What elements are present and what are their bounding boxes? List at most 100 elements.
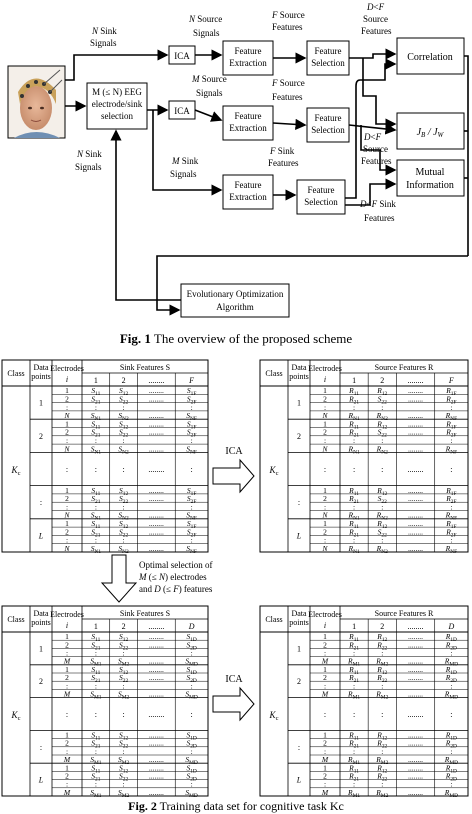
feature-cell: : (450, 536, 452, 545)
gap-cell: : (324, 710, 326, 719)
group-label: : (40, 743, 42, 752)
header-points: points (31, 618, 51, 627)
group-label: 2 (39, 677, 43, 686)
electrode-index: M (63, 690, 71, 699)
feature-cell: ........ (408, 673, 423, 682)
feature-cell: : (95, 536, 97, 545)
feature-cell: : (95, 681, 97, 690)
gap-cell: ........ (408, 710, 424, 719)
table-frame (260, 360, 468, 552)
gap-cell: : (353, 465, 355, 474)
feature-selection-top-block: Feature Selection (307, 41, 349, 75)
gap-cell: : (191, 465, 193, 474)
svg-text:Extraction: Extraction (229, 58, 267, 68)
feature-cell: : (123, 681, 125, 690)
ica-mid-label: ICA (174, 106, 190, 116)
group-label: 1 (297, 644, 301, 653)
feature-cell: ........ (149, 690, 164, 699)
header-data-points: Data (33, 609, 49, 618)
feature-cell: : (381, 536, 383, 545)
svg-text:Feature: Feature (308, 185, 335, 195)
header-points: points (289, 618, 309, 627)
svg-text:Signals: Signals (170, 169, 197, 179)
header-features: Sink Features S (120, 609, 170, 618)
header-data-points: Data (291, 363, 307, 372)
header-i: i (324, 375, 326, 384)
feature-cell: ........ (149, 527, 164, 536)
table-frame (260, 606, 468, 796)
svg-text:D<F Sink: D<F Sink (359, 199, 396, 209)
group-label: L (296, 531, 302, 540)
svg-text:Selection: Selection (311, 125, 345, 135)
feature-cell: ........ (149, 544, 164, 553)
feature-cell: : (123, 502, 125, 511)
feature-cell: ........ (408, 640, 423, 649)
fig1-diagram: M (≤ N) EEG electrode/sink selection ICA… (0, 0, 472, 330)
header-electrodes: Electrodes (308, 610, 342, 619)
feature-col-header: 2 (380, 376, 384, 385)
feature-cell: : (450, 780, 452, 789)
ica-top-arrow-label: ICA (225, 446, 243, 457)
group-label: 2 (297, 432, 301, 441)
svg-text:Features: Features (361, 156, 392, 166)
svg-text:N Source: N Source (188, 14, 222, 24)
svg-text:M Sink: M Sink (171, 156, 199, 166)
feature-col-header: 2 (380, 622, 384, 631)
header-features: Source Features R (375, 609, 434, 618)
header-class: Class (265, 615, 282, 624)
feature-cell: ........ (408, 544, 423, 553)
svg-text:Features: Features (364, 213, 395, 223)
header-features: Source Features R (375, 363, 434, 372)
feature-col-header: 1 (94, 622, 98, 631)
feature-cell: ........ (149, 428, 164, 437)
feature-cell: : (450, 747, 452, 756)
svg-text:Signals: Signals (196, 88, 223, 98)
feature-cell: ........ (149, 788, 164, 797)
electrode-index: N (321, 444, 328, 453)
svg-text:Extraction: Extraction (229, 123, 267, 133)
opt-text-1: Optimal selection of (139, 560, 212, 570)
header-i: i (324, 621, 326, 630)
svg-text:Information: Information (406, 180, 454, 191)
header-data-points: Data (291, 609, 307, 618)
fig1-caption: Fig. 1 The overview of the proposed sche… (0, 331, 472, 347)
feature-cell: : (353, 502, 355, 511)
feature-cell: : (191, 649, 193, 658)
gap-cell: : (122, 465, 124, 474)
feature-cell: : (123, 536, 125, 545)
gap-cell: : (381, 710, 383, 719)
header-i: i (66, 375, 68, 384)
gap-cell: : (353, 710, 355, 719)
feature-cell: : (123, 436, 125, 445)
feature-col-header: ........ (148, 622, 164, 631)
feature-col-header: ........ (408, 376, 424, 385)
group-label: L (38, 531, 44, 540)
svg-text:Signals: Signals (75, 162, 102, 172)
svg-text:F Source: F Source (271, 10, 305, 20)
feature-cell: ........ (408, 444, 423, 453)
feature-col-header: D (188, 622, 195, 631)
feature-cell: ........ (408, 494, 423, 503)
feature-cell: ........ (408, 394, 423, 403)
feature-col-header: F (188, 376, 194, 385)
feature-cell: : (191, 403, 193, 412)
ica-bottom-arrow-label: ICA (225, 674, 243, 685)
header-class: Class (7, 369, 24, 378)
ica-arrow-top: ICA (213, 446, 254, 492)
svg-text:N Sink: N Sink (76, 149, 102, 159)
feature-col-header: 1 (352, 622, 356, 631)
fig1-caption-text: The overview of the proposed scheme (151, 331, 352, 346)
subject-photo (8, 66, 65, 138)
feature-cell: : (381, 649, 383, 658)
group-label: 2 (39, 432, 43, 441)
feature-cell: ........ (149, 640, 164, 649)
svg-text:electrode/sink: electrode/sink (92, 99, 143, 109)
header-electrodes: Electrodes (50, 364, 84, 373)
feature-cell: ........ (408, 772, 423, 781)
feature-cell: ........ (149, 673, 164, 682)
svg-text:Features: Features (272, 22, 303, 32)
svg-text:Feature: Feature (235, 111, 262, 121)
electrode-selection-block: M (≤ N) EEG electrode/sink selection (87, 83, 147, 129)
feature-cell: : (123, 649, 125, 658)
